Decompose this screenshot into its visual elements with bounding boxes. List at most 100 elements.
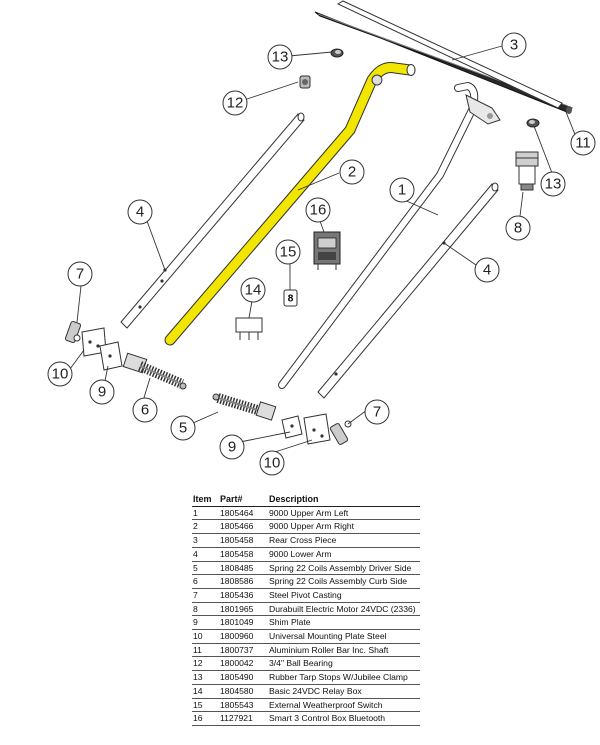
cell-item: 2 [192,519,219,535]
cell-description: Aluminium Roller Bar Inc. Shaft [268,643,420,658]
callout-c9a: 9 [89,379,115,405]
callout-c16: 16 [305,197,331,223]
cell-part: 1805464 [219,506,268,521]
cell-item: 7 [192,588,219,603]
switch-glyph: 8 [288,294,294,305]
mounting-plate-right [303,413,331,445]
callout-c4a: 4 [127,199,153,225]
callout-label: 2 [348,164,356,181]
cell-description: Rear Cross Piece [268,533,420,548]
cell-item: 16 [192,711,219,726]
callout-c15: 15 [275,239,301,265]
electric-motor [515,151,539,191]
leader-lines [66,45,579,453]
cell-item: 14 [192,684,219,699]
callout-label: 6 [141,402,149,419]
cell-description: 3/4" Ball Bearing [268,656,420,672]
callout-label: 4 [483,262,491,279]
callout-label: 4 [136,204,144,221]
cell-description: Rubber Tarp Stops W/Jubilee Clamp [268,670,420,685]
cell-part: 1801965 [219,602,268,617]
callout-label: 9 [98,384,106,401]
spring-curb-side [122,352,187,390]
cell-description: Durabuilt Electric Motor 24VDC (2336) [268,602,420,617]
callout-label: 16 [310,202,327,219]
callout-c6: 6 [132,397,158,423]
cell-part: 1805458 [219,533,268,548]
exploded-parts-diagram: 8 [47,0,596,476]
cell-part: 1804580 [219,684,268,699]
callout-label: 15 [280,244,297,261]
cell-part: 1805466 [219,519,268,535]
cell-item: 11 [192,643,219,658]
cell-description: Steel Pivot Casting [268,588,420,603]
header-item: Item [192,493,219,507]
callout-label: 9 [228,439,236,456]
cell-description: 9000 Upper Arm Right [268,519,420,535]
callout-label: 13 [272,49,289,66]
callout-c4b: 4 [474,257,500,283]
callout-label: 7 [76,266,84,283]
callout-label: 11 [575,135,591,152]
lower-arm-left [120,112,305,329]
cell-item: 1 [192,506,219,521]
table-header-row: Item Part# Description [192,493,420,507]
callout-label: 13 [545,176,562,193]
cell-part: 1805436 [219,588,268,603]
upper-arm-left [278,82,501,389]
callout-label: 10 [52,366,69,383]
callout-c7b: 7 [364,399,390,425]
callout-c13a: 13 [267,44,293,70]
cell-part: 1808586 [219,574,268,589]
callout-c10a: 10 [47,361,73,387]
shim-plate-left [99,341,123,371]
cell-part: 1805543 [219,698,268,713]
cell-description: Universal Mounting Plate Steel [268,629,420,644]
tarp-stop-right [526,118,540,128]
callout-label: 5 [179,420,187,437]
callout-c10b: 10 [259,450,285,476]
cell-item: 9 [192,615,219,631]
cell-part: 1127921 [219,711,268,726]
roller-bar [314,11,574,114]
callout-c13b: 13 [540,171,566,197]
cell-item: 15 [192,698,219,713]
cell-part: 1808485 [219,561,268,576]
cell-description: External Weatherproof Switch [268,698,420,713]
cell-item: 5 [192,561,219,576]
cell-description: 9000 Upper Arm Left [268,506,420,521]
cell-part: 1800042 [219,656,268,672]
upper-arm-right [164,62,416,346]
callout-label: 7 [373,404,381,421]
callout-c14: 14 [240,277,266,303]
callout-label: 10 [264,455,281,472]
callout-label: 1 [398,182,406,199]
cell-part: 1800737 [219,643,268,658]
cell-part: 1800960 [219,629,268,644]
relay-box [235,317,263,340]
callout-label: 12 [227,95,244,112]
callout-c1: 1 [389,177,415,203]
cell-item: 10 [192,629,219,644]
header-part: Part# [219,493,268,507]
cell-part: 1805458 [219,547,268,562]
tarp-stop-top [330,48,344,58]
callout-c9b: 9 [219,434,245,460]
lower-arm-right [317,182,499,399]
